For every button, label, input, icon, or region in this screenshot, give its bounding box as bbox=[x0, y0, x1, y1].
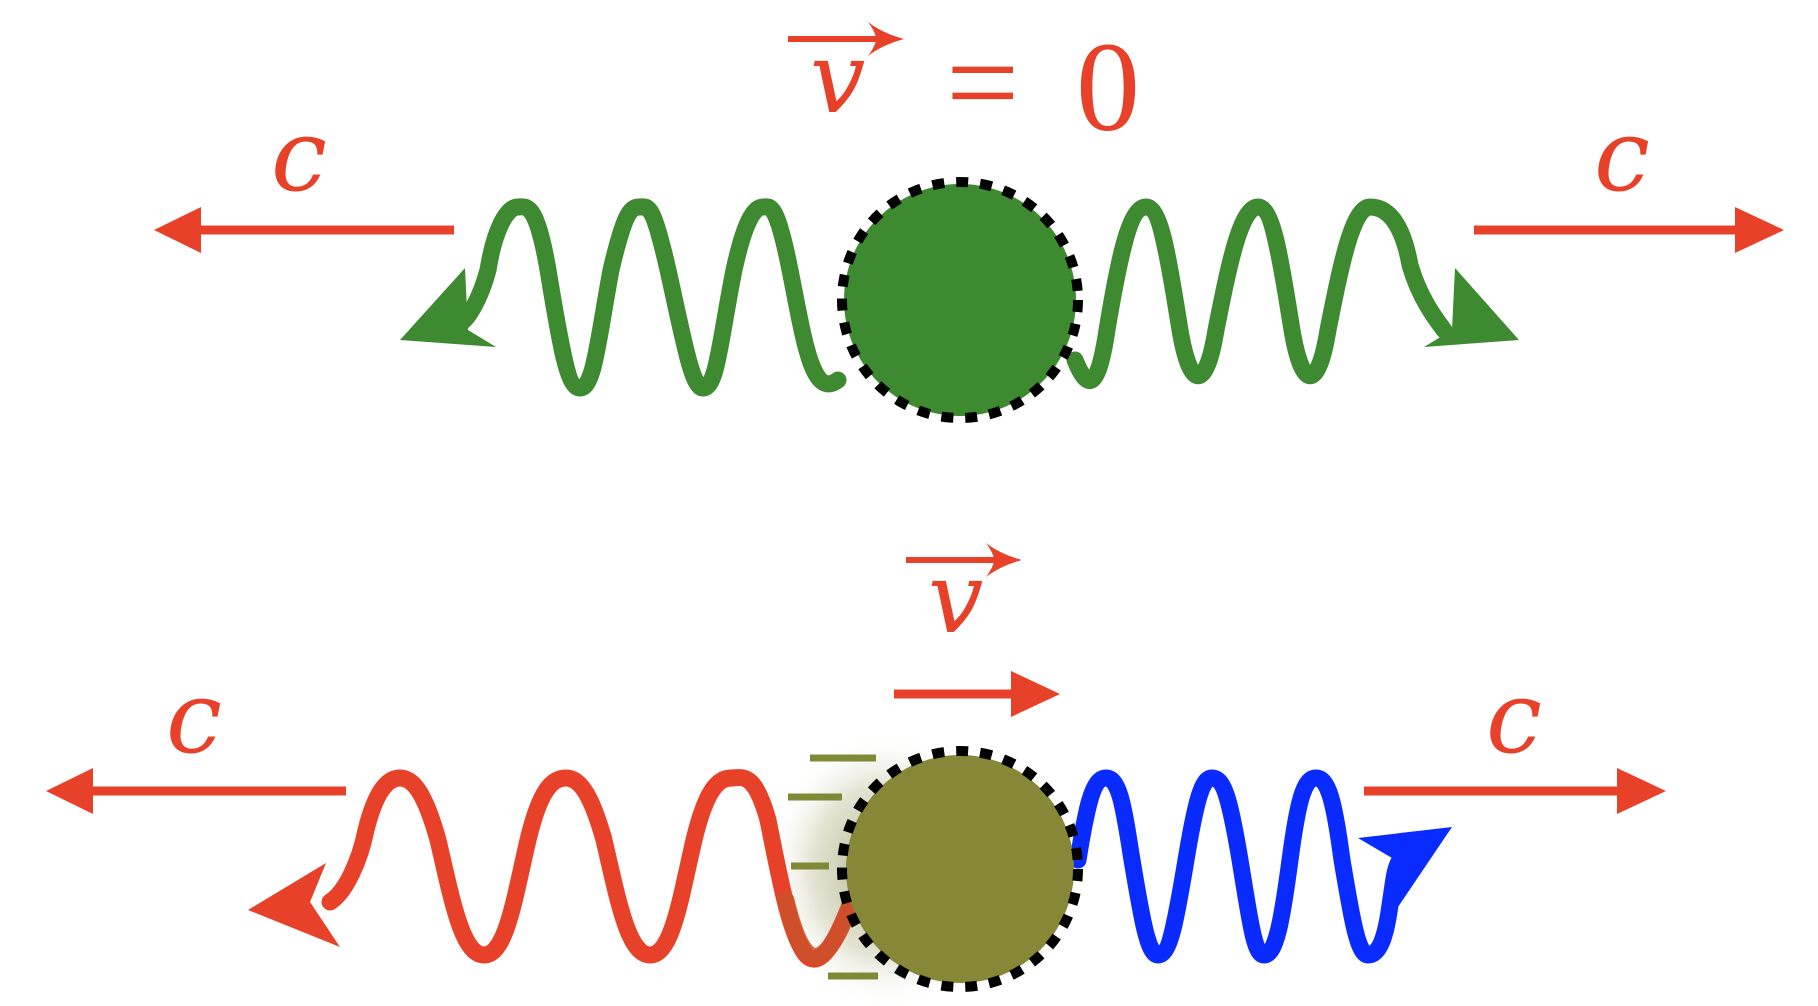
bottom-velocity-vector-arrowhead-icon bbox=[986, 543, 1022, 577]
top-right-wave bbox=[1066, 198, 1453, 389]
bottom-left-wave-arrowhead-icon bbox=[248, 863, 340, 947]
bottom-right-speed-arrow-right-icon bbox=[1617, 768, 1666, 814]
bottom-left-wave bbox=[321, 769, 861, 968]
top-left-speed-label: c bbox=[271, 97, 327, 214]
bottom-left-speed-label: c bbox=[166, 659, 222, 776]
bottom-particle bbox=[846, 755, 1074, 983]
top-particle bbox=[844, 184, 1076, 416]
bottom-particle-dotted-boundary bbox=[837, 746, 1083, 992]
top-velocity-value: 0 bbox=[1076, 16, 1140, 158]
top-right-speed-label: c bbox=[1594, 97, 1650, 214]
top-equals-sign: = bbox=[946, 11, 1019, 155]
top-velocity-symbol: v bbox=[810, 22, 865, 136]
top-panel: v = 0 c c bbox=[154, 11, 1784, 423]
bottom-velocity-symbol: v bbox=[928, 542, 983, 656]
bottom-motion-arrow-right-icon bbox=[1011, 671, 1060, 717]
top-left-wave bbox=[453, 198, 847, 397]
bottom-right-wave bbox=[1069, 769, 1409, 964]
top-left-speed-arrow-left-icon bbox=[154, 207, 201, 253]
bottom-left-wave-blend bbox=[777, 891, 861, 965]
top-particle-dotted-boundary bbox=[837, 177, 1083, 423]
top-right-speed-arrow-right-icon bbox=[1735, 207, 1784, 253]
top-right-wave-arrowhead-icon bbox=[1424, 268, 1519, 347]
bottom-right-speed-label: c bbox=[1486, 659, 1542, 776]
top-left-wave-arrowhead-icon bbox=[400, 268, 496, 347]
bottom-panel: v c c bbox=[46, 542, 1666, 1006]
bottom-right-wave-arrowhead-icon bbox=[1358, 827, 1452, 907]
top-velocity-vector-arrowhead-icon bbox=[868, 22, 904, 56]
bottom-left-speed-arrow-left-icon bbox=[46, 768, 93, 814]
